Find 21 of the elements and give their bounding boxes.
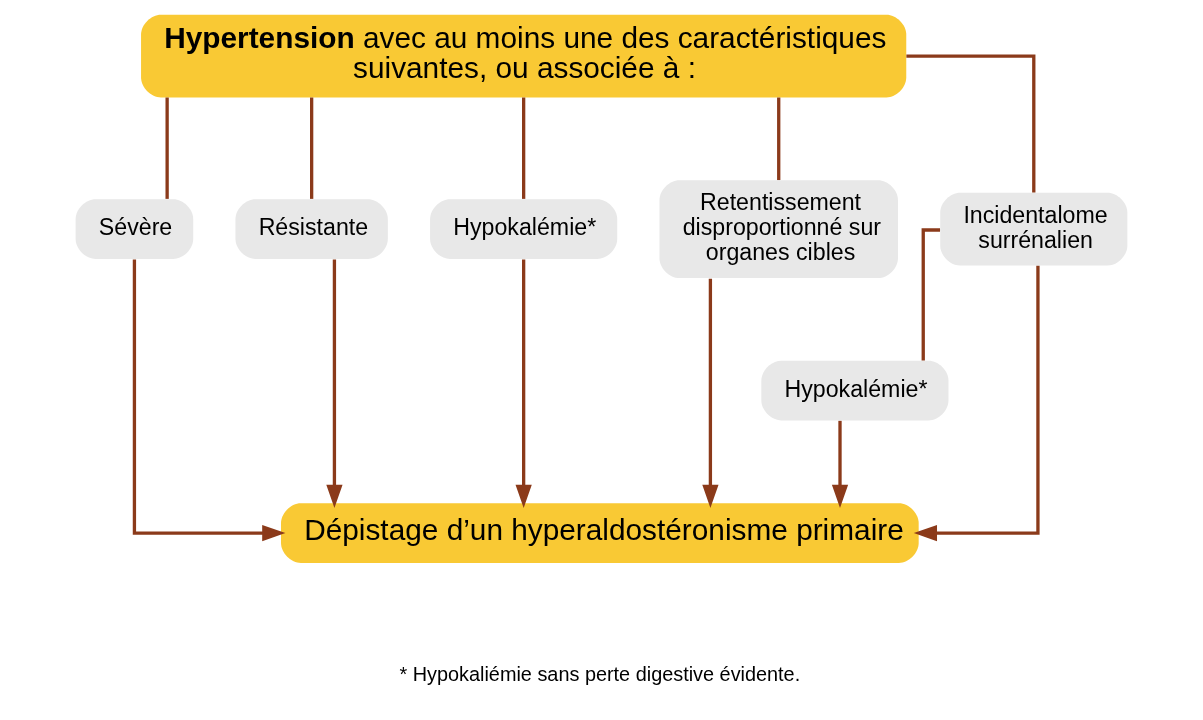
arrow <box>702 278 719 508</box>
arrow <box>326 259 343 508</box>
connector <box>906 54 1036 193</box>
node-box: Hypokalémie* <box>430 199 618 259</box>
node-box: Résistante <box>235 199 388 259</box>
arrow <box>132 259 286 542</box>
connector <box>522 97 526 199</box>
node-box: Hypokalémie* <box>761 360 949 421</box>
connector <box>165 97 169 199</box>
arrow <box>913 265 1040 542</box>
label: * Hypokaliémie sans perte digestive évidente. <box>399 662 801 685</box>
node-box: Retentissement disproportionné sur organes cibles <box>659 180 898 278</box>
node-box: Incidentalome surrénalien <box>940 192 1128 266</box>
node-box: Sévère <box>75 199 194 259</box>
connector <box>310 97 314 199</box>
connector <box>777 97 781 181</box>
node-box: Dépistage d’un hyperaldostéronisme primaire <box>281 503 919 563</box>
connector <box>921 228 941 361</box>
arrow <box>515 259 532 508</box>
arrow <box>831 420 849 508</box>
node-box: Hypertension avec au moins une des caractéristiques suivantes, ou associée à : <box>141 14 907 98</box>
